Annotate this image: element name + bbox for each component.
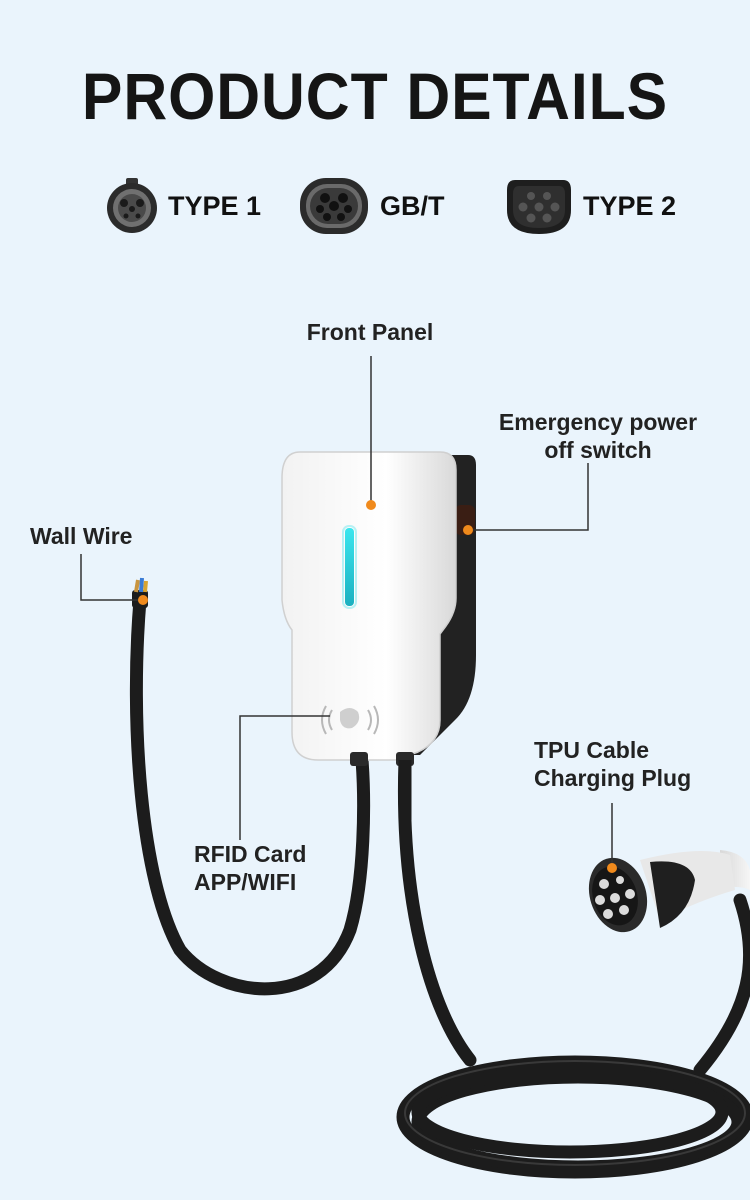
- connector-type1: TYPE 1: [106, 176, 261, 236]
- connector-label: TYPE 2: [583, 190, 677, 221]
- emergency-switch-line1: Emergency power: [498, 409, 698, 435]
- coiled-cable: [396, 753, 750, 1179]
- type2-connector-icon: [507, 180, 571, 234]
- charging-plug: [588, 850, 750, 933]
- emergency-switch-line2: off switch: [544, 437, 652, 463]
- wall-wire-label: Wall Wire: [30, 523, 133, 549]
- leader-lines: [80, 356, 613, 868]
- tpu-line1: TPU Cable: [534, 737, 650, 763]
- rfid-icon: [321, 705, 379, 735]
- rfid-line2: APP/WIFI: [194, 869, 297, 895]
- page-title: PRODUCT DETAILS: [81, 59, 669, 133]
- charger-front-panel: [281, 451, 457, 761]
- rfid-line1: RFID Card: [194, 841, 307, 867]
- connector-label: GB/T: [380, 190, 445, 221]
- tpu-cable-label: TPU Cable Charging Plug: [534, 736, 691, 792]
- callout-markers: [138, 500, 617, 873]
- connector-type2: TYPE 2: [505, 176, 676, 236]
- tpu-line2: Charging Plug: [534, 765, 692, 791]
- rfid-label: RFID Card APP/WIFI: [194, 840, 306, 896]
- emergency-switch-label: Emergency power off switch: [488, 408, 708, 464]
- type1-connector-icon: [107, 178, 157, 233]
- connector-label: TYPE 1: [168, 190, 262, 221]
- connector-gbt: GB/T: [298, 176, 445, 236]
- led-indicator: [345, 528, 354, 606]
- gbt-connector-icon: [300, 178, 368, 234]
- front-panel-label: Front Panel: [306, 319, 434, 345]
- wall-wire-cable: [129, 593, 371, 996]
